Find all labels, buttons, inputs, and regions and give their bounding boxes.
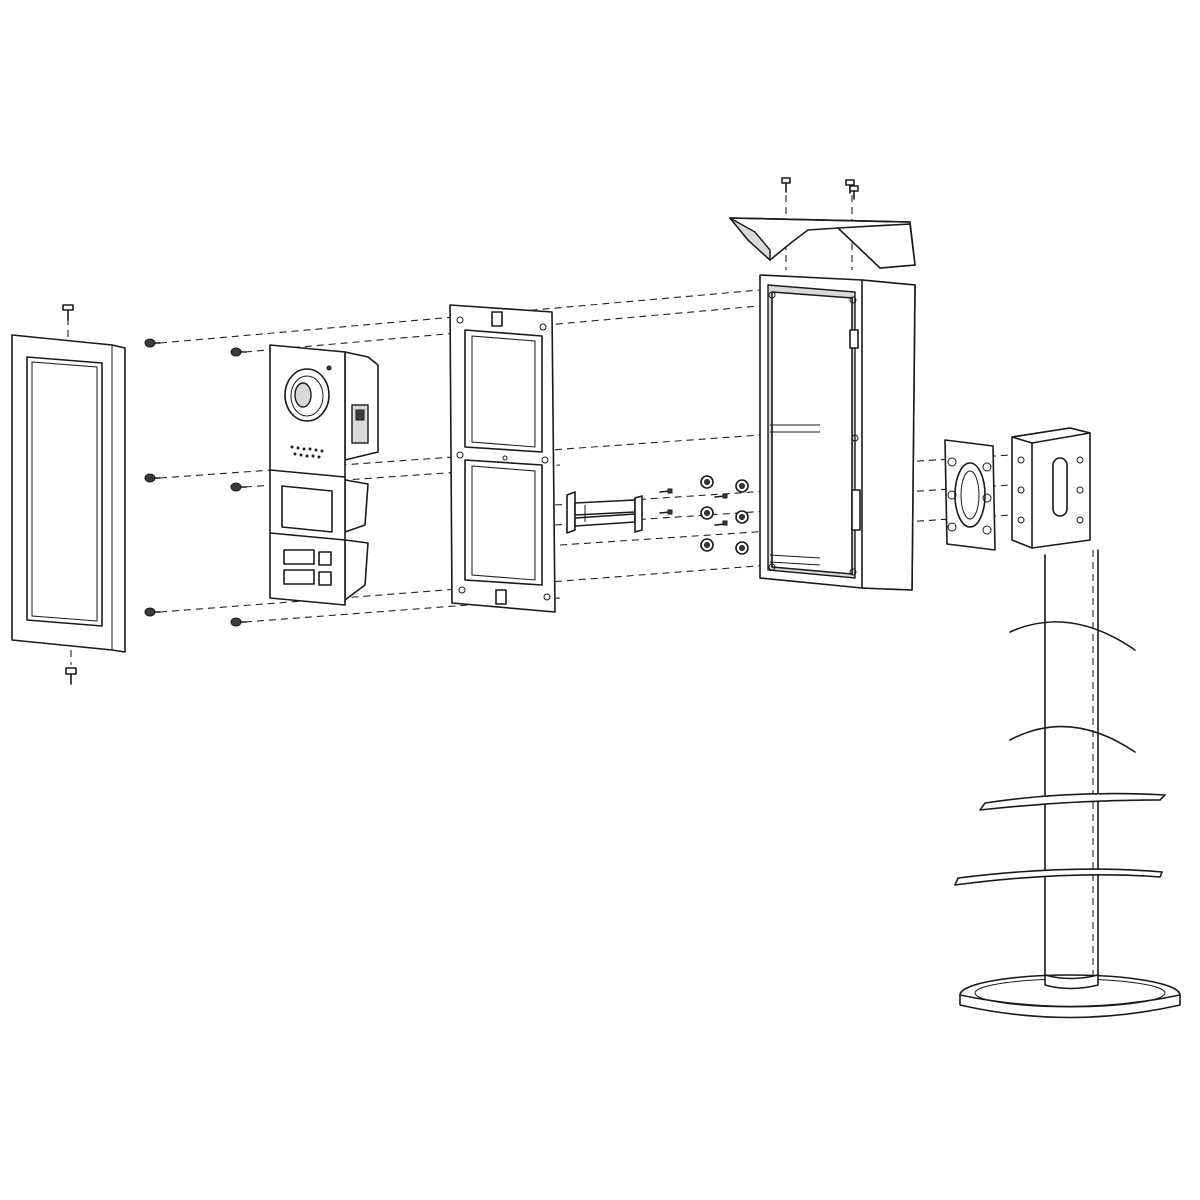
door-station-modules: [269, 344, 379, 606]
anchor-bolts: [700, 475, 749, 555]
bolt-icon: [735, 541, 749, 555]
bolt-icon: [700, 538, 714, 552]
screw-icon: [144, 473, 161, 483]
screw-icon: [849, 185, 859, 200]
cover-top-screw-icon: [62, 304, 74, 321]
small-screws: [659, 488, 728, 526]
pole-adapter: [1011, 427, 1091, 549]
screw-icon: [230, 482, 247, 492]
bolt-icon: [700, 475, 714, 489]
screw-icon: [144, 607, 161, 617]
screw-icon: [714, 520, 728, 526]
bolt-icon: [735, 510, 749, 524]
pole: [954, 549, 1181, 1019]
hood-screws: [781, 177, 859, 200]
screw-icon: [230, 617, 247, 627]
cover-frame: [11, 334, 126, 653]
mounting-plate: [944, 439, 996, 551]
connector-bracket: [566, 491, 643, 534]
speaker-grille: [290, 445, 324, 459]
screw-icon: [781, 177, 791, 193]
screw-icon: [144, 338, 161, 348]
screw-icon: [659, 488, 673, 494]
side-screws: [144, 338, 247, 627]
screw-icon: [230, 347, 247, 357]
alignment-lines: [67, 195, 1094, 990]
mounting-frame: [449, 304, 556, 613]
screw-icon: [714, 493, 728, 499]
bolt-icon: [735, 479, 749, 493]
cover-bottom-screw-icon: [65, 667, 77, 685]
bolt-icon: [700, 506, 714, 520]
screw-icon: [659, 509, 673, 515]
rain-hood: [729, 217, 916, 269]
surface-box: [759, 274, 916, 591]
